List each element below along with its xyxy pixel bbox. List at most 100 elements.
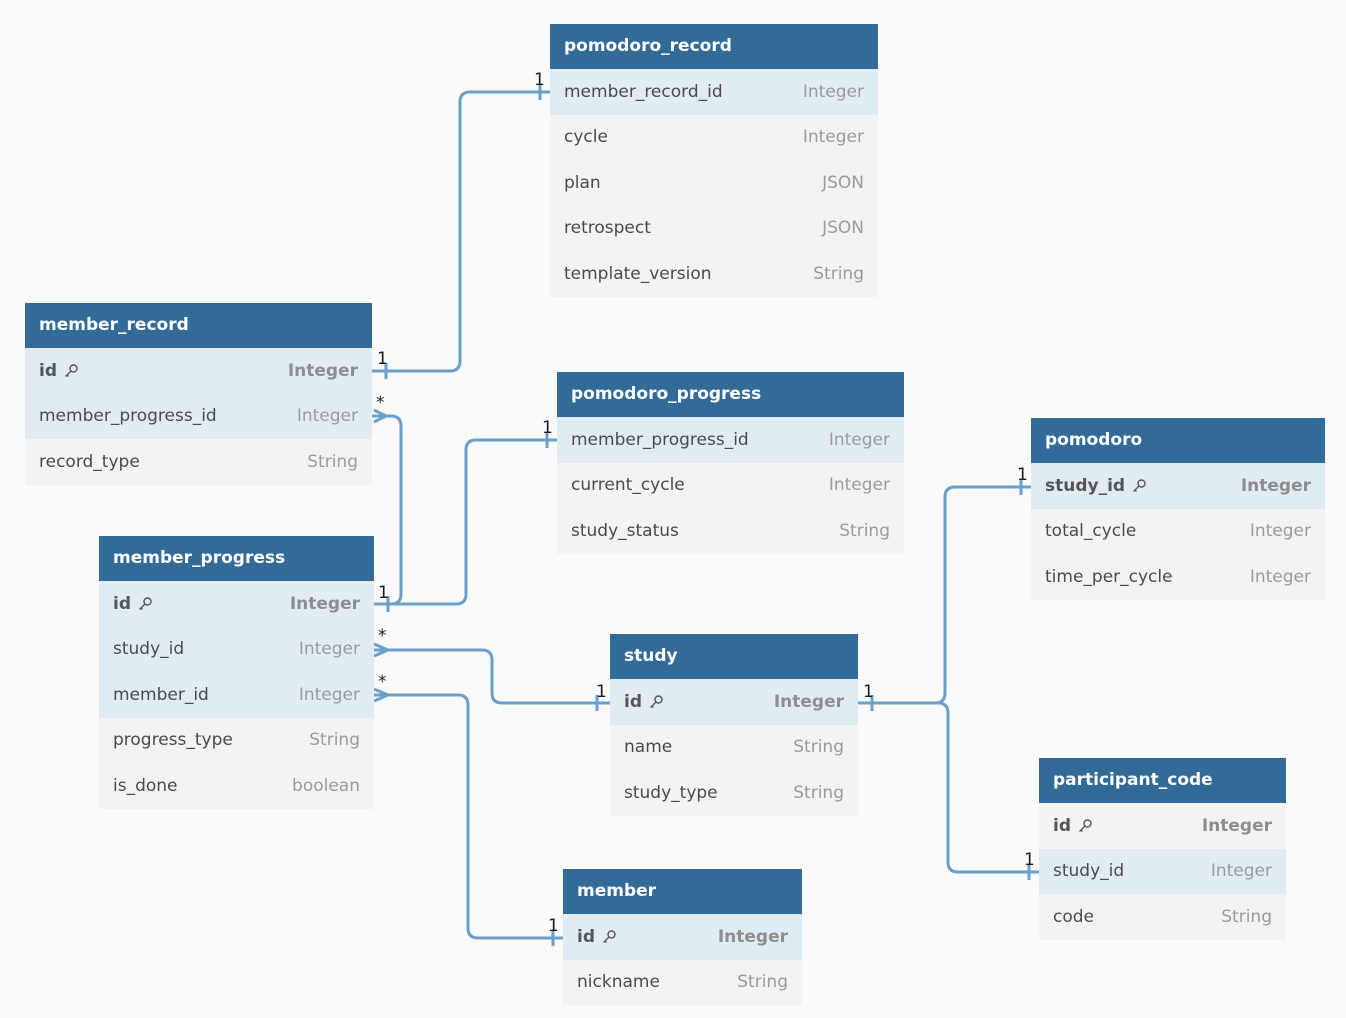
table-row[interactable]: id Integer bbox=[25, 348, 372, 394]
table-header[interactable]: participant_code bbox=[1039, 758, 1286, 803]
table-header[interactable]: member bbox=[563, 869, 802, 914]
table-row[interactable]: total_cycle Integer bbox=[1031, 508, 1325, 554]
cardinality-label: * bbox=[378, 626, 387, 646]
field-name: member_progress_id bbox=[571, 429, 749, 450]
table-row[interactable]: nickname String bbox=[563, 959, 802, 1005]
field-name: study_id bbox=[1045, 475, 1126, 496]
field-name: member_id bbox=[113, 684, 209, 705]
field-type: boolean bbox=[292, 775, 360, 796]
table-pomodoro-progress[interactable]: pomodoro_progress member_progress_id Int… bbox=[557, 372, 904, 554]
table-header[interactable]: pomodoro_record bbox=[550, 24, 878, 69]
field-type: String bbox=[309, 730, 360, 751]
table-row[interactable]: template_version String bbox=[550, 251, 878, 297]
field-type: String bbox=[1221, 906, 1272, 927]
field-name: id bbox=[624, 691, 642, 712]
key-icon bbox=[650, 695, 663, 708]
table-header[interactable]: pomodoro_progress bbox=[557, 372, 904, 417]
table-pomodoro[interactable]: pomodoro study_id Integer total_cycle In… bbox=[1031, 418, 1325, 600]
field-type: String bbox=[793, 782, 844, 803]
table-row[interactable]: is_done boolean bbox=[99, 763, 374, 809]
link-member-record-pomodoro-record bbox=[372, 90, 550, 373]
table-header[interactable]: study bbox=[610, 634, 858, 679]
table-row[interactable]: study_id Integer bbox=[1039, 848, 1286, 894]
cardinality-label: * bbox=[378, 672, 387, 692]
table-header[interactable]: member_record bbox=[25, 303, 372, 348]
table-row[interactable]: id Integer bbox=[610, 679, 858, 725]
field-name: total_cycle bbox=[1045, 521, 1137, 542]
field-name: id bbox=[113, 593, 131, 614]
cardinality-label: 1 bbox=[377, 349, 388, 369]
field-name: plan bbox=[564, 172, 601, 193]
field-name: study_id bbox=[113, 639, 185, 660]
field-name: cycle bbox=[564, 127, 608, 148]
table-row[interactable]: record_type String bbox=[25, 439, 372, 485]
field-type: Integer bbox=[1249, 521, 1311, 542]
table-row[interactable]: name String bbox=[610, 724, 858, 770]
table-row[interactable]: time_per_cycle Integer bbox=[1031, 554, 1325, 600]
field-name: id bbox=[1053, 815, 1071, 836]
table-row[interactable]: current_cycle Integer bbox=[557, 462, 904, 508]
table-row[interactable]: id Integer bbox=[99, 581, 374, 627]
table-row[interactable]: progress_type String bbox=[99, 717, 374, 763]
field-name: study_type bbox=[624, 782, 718, 803]
table-row[interactable]: study_id Integer bbox=[1031, 463, 1325, 509]
table-pomodoro-record[interactable]: pomodoro_record member_record_id Integer… bbox=[550, 24, 878, 297]
cardinality-label: 1 bbox=[1017, 465, 1028, 485]
table-member[interactable]: member id Integer nickname String bbox=[563, 869, 802, 1005]
table-row[interactable]: member_progress_id Integer bbox=[557, 417, 904, 463]
link-member-record-member-progress bbox=[372, 414, 403, 606]
table-row[interactable]: code String bbox=[1039, 894, 1286, 940]
table-header[interactable]: pomodoro bbox=[1031, 418, 1325, 463]
table-row[interactable]: study_status String bbox=[557, 508, 904, 554]
field-type: Integer bbox=[289, 593, 360, 614]
field-type: Integer bbox=[1210, 861, 1272, 882]
field-name: is_done bbox=[113, 775, 178, 796]
field-name: name bbox=[624, 737, 673, 758]
field-name: time_per_cycle bbox=[1045, 566, 1173, 587]
field-type: Integer bbox=[298, 684, 360, 705]
table-study[interactable]: study id Integer name String study_type … bbox=[610, 634, 858, 816]
link-study-participant-code bbox=[858, 701, 1039, 874]
link-member-progress-pomodoro-progress bbox=[374, 438, 557, 606]
cardinality-label: 1 bbox=[534, 70, 545, 90]
table-row[interactable]: plan JSON bbox=[550, 160, 878, 206]
table-row[interactable]: id Integer bbox=[1039, 803, 1286, 849]
field-type: String bbox=[839, 520, 890, 541]
field-type: Integer bbox=[1240, 475, 1311, 496]
key-icon bbox=[603, 930, 616, 943]
table-row[interactable]: id Integer bbox=[563, 914, 802, 960]
table-row[interactable]: member_progress_id Integer bbox=[25, 393, 372, 439]
table-row[interactable]: member_id Integer bbox=[99, 672, 374, 718]
table-row[interactable]: study_type String bbox=[610, 770, 858, 816]
cardinality-label: 1 bbox=[542, 418, 553, 438]
field-name: member_progress_id bbox=[39, 406, 217, 427]
field-type: String bbox=[307, 451, 358, 472]
table-participant-code[interactable]: participant_code id Integer study_id Int… bbox=[1039, 758, 1286, 940]
field-name: progress_type bbox=[113, 730, 233, 751]
table-row[interactable]: member_record_id Integer bbox=[550, 69, 878, 115]
field-name: id bbox=[577, 926, 595, 947]
cardinality-label: * bbox=[376, 393, 385, 413]
table-header[interactable]: member_progress bbox=[99, 536, 374, 581]
field-type: JSON bbox=[822, 218, 864, 239]
table-member-progress[interactable]: member_progress id Integer study_id Inte… bbox=[99, 536, 374, 809]
field-type: Integer bbox=[296, 406, 358, 427]
table-member-record[interactable]: member_record id Integer member_progress… bbox=[25, 303, 372, 485]
table-row[interactable]: study_id Integer bbox=[99, 626, 374, 672]
field-type: Integer bbox=[802, 81, 864, 102]
table-row[interactable]: cycle Integer bbox=[550, 114, 878, 160]
key-icon bbox=[1079, 819, 1092, 832]
cardinality-label: 1 bbox=[548, 916, 559, 936]
field-type: Integer bbox=[287, 360, 358, 381]
cardinality-label: 1 bbox=[596, 682, 607, 702]
link-member-progress-member bbox=[374, 693, 563, 940]
key-icon bbox=[1133, 479, 1146, 492]
field-name: member_record_id bbox=[564, 81, 723, 102]
field-name: template_version bbox=[564, 263, 712, 284]
cardinality-label: 1 bbox=[1024, 850, 1035, 870]
field-type: String bbox=[737, 972, 788, 993]
field-name: retrospect bbox=[564, 218, 651, 239]
field-type: Integer bbox=[1201, 815, 1272, 836]
table-row[interactable]: retrospect JSON bbox=[550, 205, 878, 251]
